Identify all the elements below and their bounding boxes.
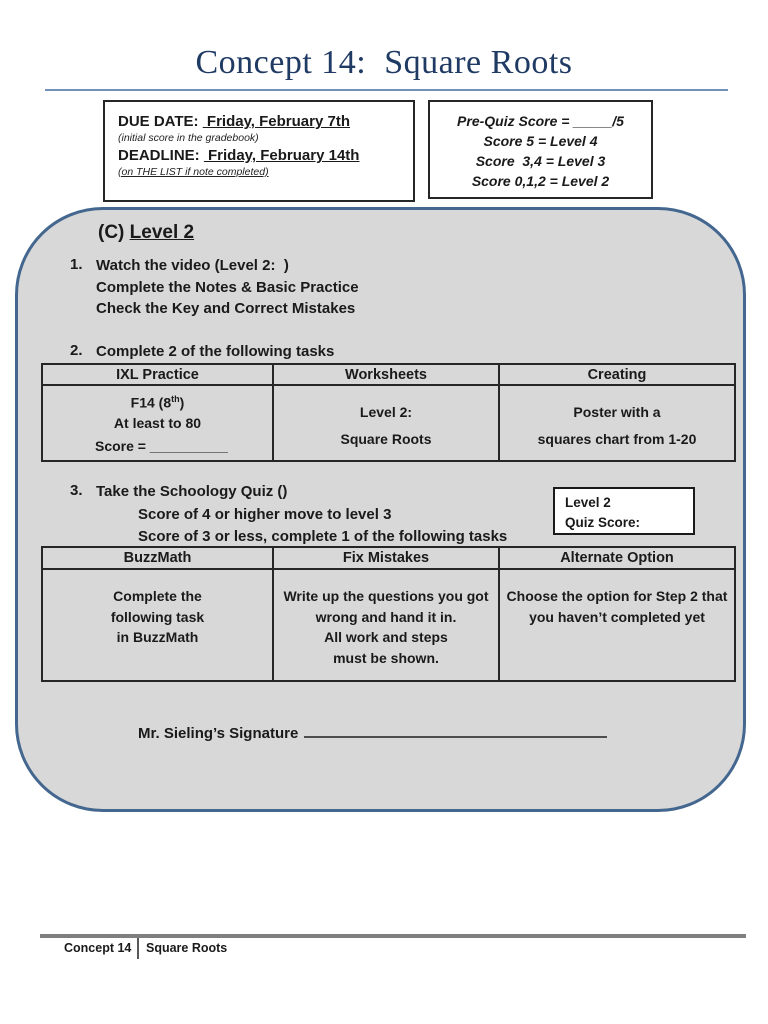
worksheets-line1: Level 2: (359, 404, 413, 420)
due-date-value: Friday, February 7th (202, 113, 350, 130)
prequiz-score-line: Pre-Quiz Score = _____/5 (457, 113, 624, 129)
signature-blank-line (304, 724, 608, 738)
quiz-score-box: Level 2 Quiz Score: (553, 487, 695, 535)
ixl-f14-line: F14 (8th) (43, 389, 272, 413)
ixl-score-blank: Score = __________ (95, 438, 228, 454)
prequiz-level2-line: Score 0,1,2 = Level 2 (471, 173, 610, 189)
page-title: Concept 14: Square Roots (195, 44, 573, 81)
step1-line3: Check the Key and Correct Mistakes (96, 300, 356, 317)
step3-tasks-table: BuzzMath Fix Mistakes Alternate Option C… (41, 546, 736, 682)
table1-cell-worksheets: Level 2: Square Roots (274, 386, 500, 460)
step3-text: Take the Schoology Quiz () (96, 483, 288, 500)
step3-sub2: Score of 3 or less, complete 1 of the fo… (138, 528, 508, 545)
due-date-note: (initial score in the gradebook) (118, 132, 259, 144)
due-date-box: DUE DATE: Friday, February 7th (initial … (103, 100, 415, 202)
ixl-f14-post: ) (179, 394, 185, 411)
buzzmath-line2: following task (110, 608, 205, 625)
ixl-f14-pre: F14 (8 (130, 394, 172, 411)
step2-text: Complete 2 of the following tasks (96, 343, 335, 360)
creating-line1: Poster with a (573, 404, 661, 420)
step1-line1: Watch the video (Level 2: ) (96, 257, 289, 274)
quiz-box-score: Quiz Score: (565, 515, 641, 530)
step3-number: 3. (70, 482, 83, 499)
level2-heading: (C) Level 2 (98, 222, 194, 244)
level2-panel: (C) Level 2 1. Watch the video (Level 2:… (15, 207, 746, 812)
signature-row: Mr. Sieling’s Signature (138, 724, 608, 742)
due-date-label: DUE DATE: (118, 113, 203, 130)
step1-text: Watch the video (Level 2: ) Complete the… (96, 255, 359, 320)
table1-cell-creating: Poster with a squares chart from 1-20 (500, 386, 734, 460)
table1-header-creating: Creating (500, 365, 734, 386)
creating-line2: squares chart from 1-20 (537, 431, 697, 447)
prequiz-score-box: Pre-Quiz Score = _____/5 Score 5 = Level… (428, 100, 653, 199)
deadline-label: DEADLINE: (118, 147, 204, 164)
title-divider (45, 89, 728, 91)
alternate-line1: Choose the option for Step 2 that (506, 588, 728, 604)
level2-heading-text: Level 2 (129, 222, 195, 243)
prequiz-level4-line: Score 5 = Level 4 (483, 133, 598, 149)
step1-line2: Complete the Notes & Basic Practice (96, 278, 359, 296)
step1-number: 1. (70, 256, 83, 273)
table2-header-alternate: Alternate Option (500, 548, 734, 570)
alternate-line2: you haven’t completed yet (529, 608, 705, 625)
table1-header-ixl: IXL Practice (43, 365, 274, 386)
deadline-note: (on THE LIST if note completed) (118, 166, 269, 178)
prequiz-level3-line: Score 3,4 = Level 3 (475, 153, 606, 169)
table1-header-worksheets: Worksheets (274, 365, 500, 386)
footer-concept-label: Concept 14 (64, 941, 132, 955)
step3-sub1: Score of 4 or higher move to level 3 (138, 506, 392, 523)
fixmistakes-line4: must be shown. (333, 649, 439, 666)
deadline-value: Friday, February 14th (203, 147, 360, 164)
footer-vertical-divider (137, 938, 139, 959)
table2-cell-buzzmath: Complete the following task in BuzzMath (43, 570, 274, 680)
step2-number: 2. (70, 342, 83, 359)
deadline-line: DEADLINE: Friday, February 14th (118, 147, 403, 164)
buzzmath-line1: Complete the (113, 588, 202, 604)
footer-topic-label: Square Roots (146, 941, 228, 955)
fixmistakes-line1: Write up the questions you got (283, 588, 489, 604)
fixmistakes-line3: All work and steps (324, 629, 448, 645)
buzzmath-line3: in BuzzMath (116, 629, 199, 645)
fixmistakes-line2: wrong and hand it in. (315, 608, 457, 625)
table2-header-buzzmath: BuzzMath (43, 548, 274, 570)
table1-cell-ixl: F14 (8th) At least to 80 Score = _______… (43, 386, 274, 460)
level2-heading-prefix: (C) (98, 222, 130, 243)
ixl-target-line: At least to 80 (113, 415, 202, 432)
step2-tasks-table: IXL Practice Worksheets Creating F14 (8t… (41, 363, 736, 462)
ixl-f14-sup: th (171, 394, 180, 404)
table2-header-fixmistakes: Fix Mistakes (274, 548, 500, 570)
table2-cell-alternate: Choose the option for Step 2 that you ha… (500, 570, 734, 680)
due-date-line: DUE DATE: Friday, February 7th (118, 113, 403, 130)
table2-cell-fixmistakes: Write up the questions you got wrong and… (274, 570, 500, 680)
worksheets-line2: Square Roots (340, 431, 432, 447)
signature-label: Mr. Sieling’s Signature (138, 725, 299, 742)
footer-divider-bar (40, 934, 746, 938)
quiz-box-level: Level 2 (565, 495, 611, 510)
